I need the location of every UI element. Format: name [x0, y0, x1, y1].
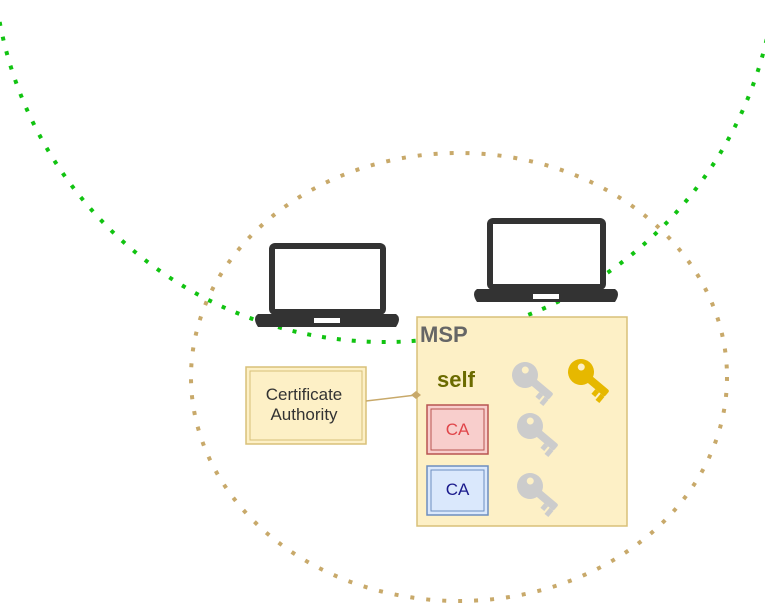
certificate-authority-line1: Certificate: [266, 385, 343, 404]
msp-scope-ring: [189, 151, 729, 603]
certificate-authority-line2: Authority: [270, 405, 338, 424]
laptop-icon: [474, 218, 618, 302]
key-icon: [512, 362, 553, 407]
msp-title: MSP: [420, 322, 468, 347]
certificate-authority-box: Certificate Authority: [245, 366, 367, 445]
ca-red-label: CA: [446, 420, 470, 439]
connector-line: [365, 391, 421, 402]
key-icon: [568, 359, 609, 404]
organization-boundary-ring: [0, 11, 765, 344]
key-icon: [517, 413, 558, 458]
ca-box-blue: CA: [426, 465, 489, 516]
self-label: self: [437, 367, 476, 392]
laptop-icon: [255, 243, 399, 327]
key-icon: [517, 473, 558, 518]
ca-blue-label: CA: [446, 480, 470, 499]
ca-box-red: CA: [426, 404, 489, 455]
